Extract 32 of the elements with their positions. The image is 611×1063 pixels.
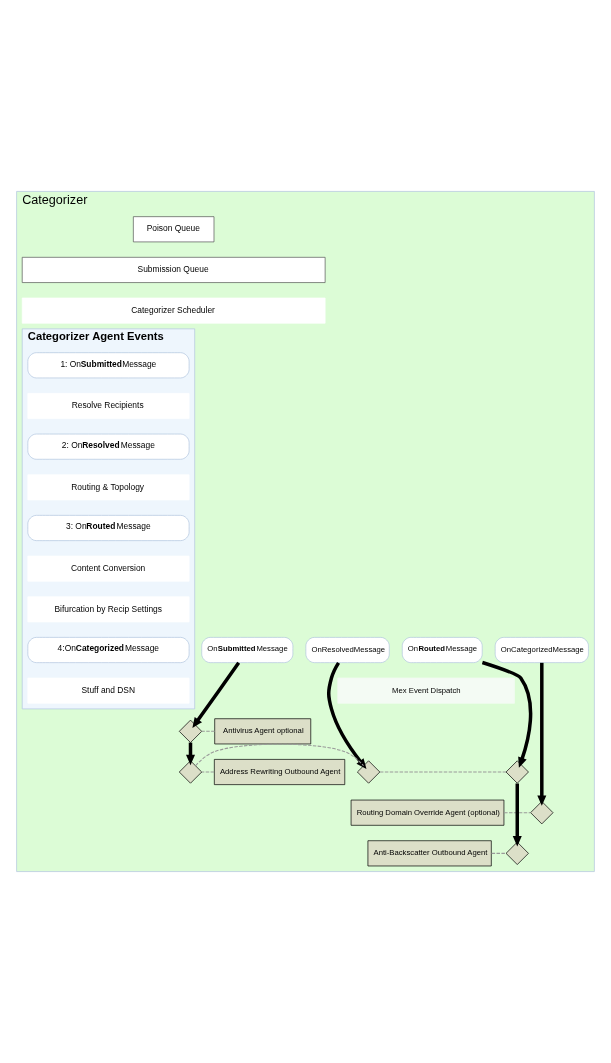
node-box: OnSubmittedMessage bbox=[201, 637, 294, 663]
node-box: Antivirus Agent optional bbox=[214, 718, 312, 745]
node-box: Address Rewriting Outbound Agent bbox=[214, 759, 346, 785]
connector bbox=[201, 730, 216, 732]
arrow bbox=[481, 660, 533, 768]
arrow bbox=[512, 783, 522, 847]
connector bbox=[503, 812, 531, 814]
connector bbox=[379, 771, 507, 773]
node-box: Anti-Backscatter Outbound Agent bbox=[367, 840, 492, 867]
arrow bbox=[326, 661, 367, 769]
node-box: Submission Queue bbox=[21, 256, 326, 283]
arrow bbox=[537, 662, 547, 806]
node-diamond bbox=[505, 841, 529, 865]
node-box: 3: OnRoutedMessage bbox=[27, 515, 190, 541]
node-box: OnCategorizedMessage bbox=[494, 637, 589, 663]
node-box: Mex Event Dispatch bbox=[337, 677, 515, 704]
node-box: 4:OnCategorizedMessage bbox=[27, 637, 190, 663]
node-box: 2: OnResolvedMessage bbox=[27, 433, 190, 460]
connector bbox=[195, 743, 364, 767]
node-box: Routing Domain Override Agent (optional) bbox=[350, 799, 505, 826]
node-box: OnResolvedMessage bbox=[305, 637, 390, 663]
connector bbox=[491, 852, 507, 854]
node-diamond bbox=[178, 719, 203, 743]
node-box: Poison Queue bbox=[133, 216, 215, 243]
node-diamond bbox=[530, 801, 554, 825]
node-diamond bbox=[505, 760, 529, 784]
node-box: Categorizer Scheduler bbox=[21, 297, 326, 324]
arrow bbox=[192, 661, 241, 728]
connector bbox=[201, 771, 215, 773]
node-diamond bbox=[178, 760, 203, 784]
node-box: 1: OnSubmittedMessage bbox=[27, 352, 190, 379]
node-box: OnRoutedMessage bbox=[401, 637, 483, 663]
